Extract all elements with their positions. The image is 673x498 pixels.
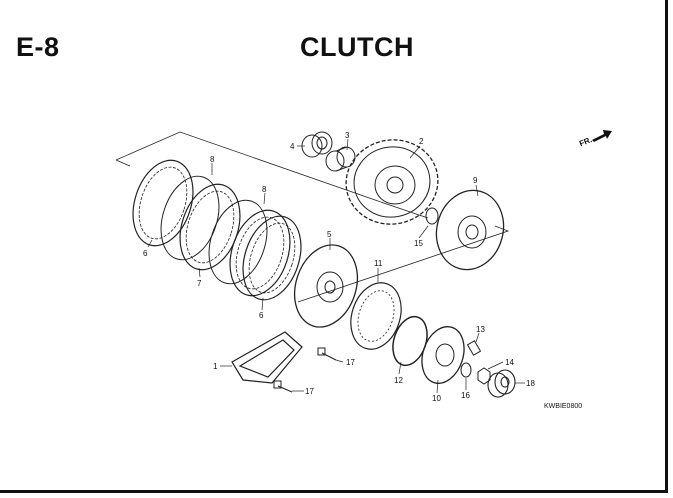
needle-bearing: [301, 131, 333, 158]
thrust-washer: [425, 207, 439, 225]
callout-11: 11: [374, 259, 383, 268]
callout-leaders: [147, 138, 525, 394]
section-code: E-8: [16, 32, 60, 62]
clutch-cover-plate: [231, 331, 303, 384]
clutch-outer: [345, 139, 439, 225]
clutch-center: [435, 189, 505, 271]
callout-8-lower: 8: [262, 185, 267, 194]
callout-2: 2: [419, 137, 424, 146]
lock-nut: [477, 367, 491, 385]
front-arrow-icon: [592, 130, 612, 142]
callout-5: 5: [327, 230, 332, 239]
callout-12: 12: [394, 376, 403, 385]
callout-15: 15: [414, 239, 423, 248]
callout-18: 18: [526, 379, 535, 388]
callout-13: 13: [476, 325, 485, 334]
clutch-collar: [325, 146, 356, 172]
bolt-17-lower: [273, 380, 293, 393]
diagram-code: KWBIE0800: [544, 403, 583, 410]
release-bearing: [487, 369, 516, 398]
bolt-13: [466, 340, 482, 356]
washer-16: [460, 362, 472, 378]
pressure-plate: [294, 244, 358, 328]
callout-4: 4: [290, 142, 295, 151]
callout-10: 10: [432, 394, 441, 403]
callout-17-upper: 17: [346, 358, 355, 367]
assembly-guide-box: [115, 131, 510, 303]
callout-1: 1: [213, 362, 218, 371]
callout-8-upper: 8: [210, 155, 215, 164]
callout-9: 9: [473, 176, 478, 185]
callout-6-right: 6: [259, 311, 264, 320]
clutch-plate-stack: [132, 159, 302, 301]
spring-seat-ring: [392, 315, 428, 367]
judder-spring: [350, 282, 402, 350]
callout-7: 7: [197, 279, 202, 288]
callout-14: 14: [505, 358, 514, 367]
page-title: CLUTCH: [300, 32, 414, 62]
callout-6-left: 6: [143, 249, 148, 258]
callout-16: 16: [461, 391, 470, 400]
callout-3: 3: [345, 131, 350, 140]
lifter-plate: [421, 326, 465, 384]
callout-numbers: 1 2 3 4 5 6 6 7 8 8 9 10 11 12 13 14 15 …: [143, 131, 535, 403]
bolt-17-upper: [317, 347, 337, 361]
callout-17-lower: 17: [305, 387, 314, 396]
